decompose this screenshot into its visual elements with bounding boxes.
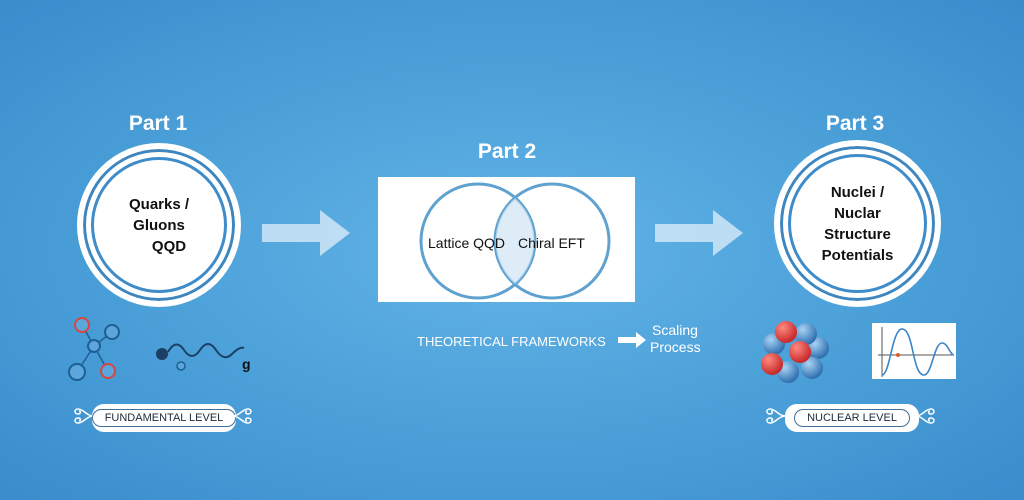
fundamental-level-label: FUNDAMENTAL LEVEL [91, 409, 237, 427]
part-3-line-1: Nuclei / [830, 183, 885, 201]
part-3-line-2: Nuclar [834, 204, 881, 222]
right-flourish-icon [914, 408, 935, 424]
nucleus-icon [761, 321, 829, 383]
part-3-circle: Nuclei / Nuclar Structure Potentials [774, 140, 941, 307]
part-1-line-1: Quarks / [128, 195, 190, 213]
left-flourish-icon [74, 408, 95, 424]
potential-curve-icon [878, 327, 955, 377]
part-1-circle-inner: Quarks / Gluons QQD [91, 157, 227, 293]
venn-right-label: Chiral EFT [518, 235, 585, 251]
scaling-caption-line-1: Scaling [652, 322, 698, 338]
part-1-line-2: Gluons [133, 216, 185, 234]
potential-plot [872, 323, 956, 379]
frameworks-caption: THEORETICAL FRAMEWORKS [417, 334, 606, 349]
part-3-circle-inner: Nuclei / Nuclar Structure Potentials [788, 154, 927, 293]
framework-panel [378, 177, 635, 302]
part-3-title: Part 3 [825, 112, 885, 135]
arrow-right-icon [262, 210, 350, 256]
nuclear-level-badge: NUCLEAR LEVEL [785, 404, 919, 432]
part-2-title: Part 2 [477, 140, 537, 163]
part-1-circle: Quarks / Gluons QQD [77, 143, 241, 307]
nuclear-level-label: NUCLEAR LEVEL [794, 409, 910, 427]
quark-network-icon [68, 317, 120, 381]
fundamental-level-badge: FUNDAMENTAL LEVEL [91, 404, 237, 432]
venn-diagram [419, 182, 611, 300]
part-1-line-3: QQD [151, 237, 187, 255]
small-arrow-icon [618, 332, 646, 348]
part-1-title: Part 1 [128, 112, 188, 135]
scaling-caption-line-2: Process [650, 339, 701, 355]
arrow-right-icon [655, 210, 743, 256]
left-flourish-icon [766, 408, 787, 424]
right-flourish-icon [231, 408, 252, 424]
part-3-line-4: Potentials [821, 246, 894, 264]
part-3-line-3: Structure [824, 225, 891, 243]
gluon-wave-icon [156, 343, 245, 371]
gluon-symbol: g [242, 356, 251, 372]
venn-left-label: Lattice QQD [428, 235, 506, 251]
